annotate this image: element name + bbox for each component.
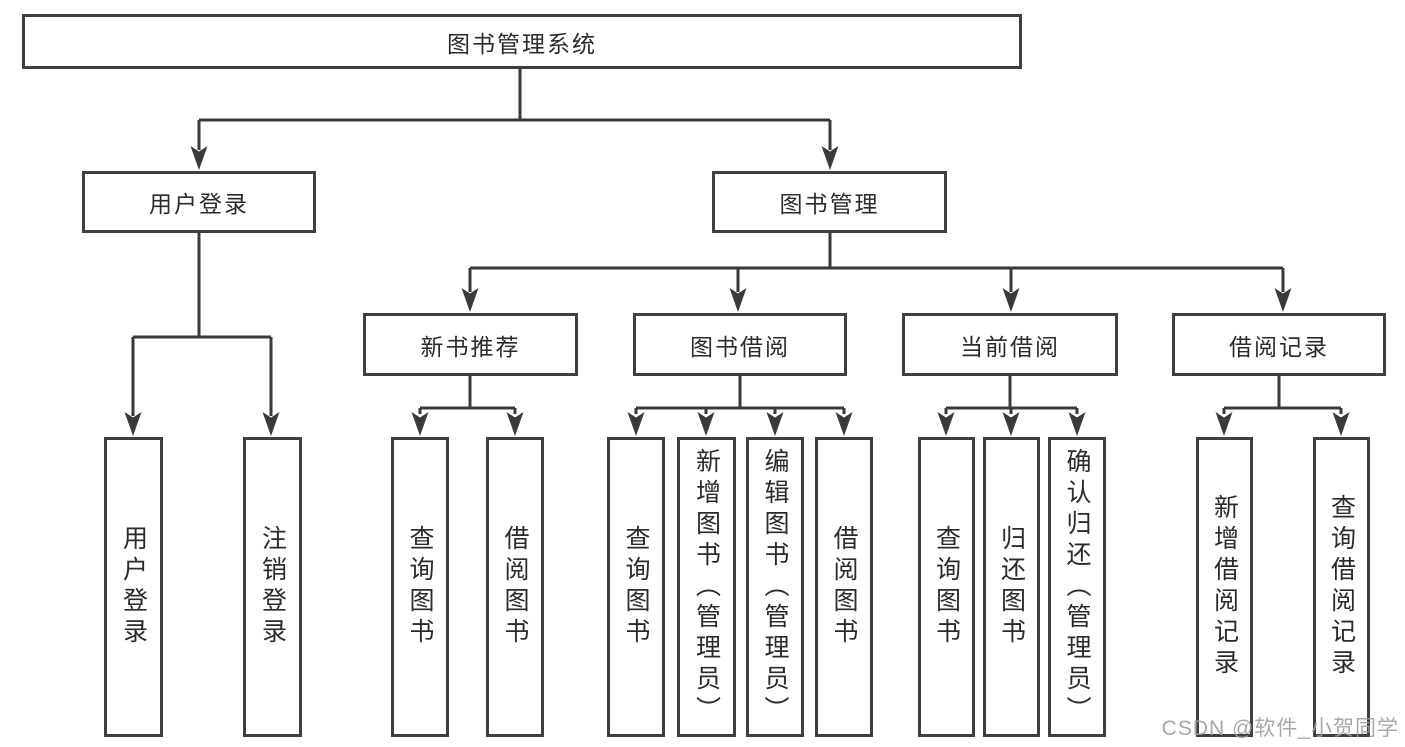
leaf-logout: 注销登录 [243, 437, 302, 737]
node-current-borrowing: 当前借阅 [902, 313, 1118, 376]
connector-new-book-recommendation-to-leaves [411, 376, 524, 436]
leaf-query-books-borrowing: 查询图书 [607, 437, 665, 737]
node-user-login: 用户登录 [82, 171, 316, 233]
leaf-edit-book-admin: 编辑图书（管理员） [746, 437, 804, 737]
node-borrowing-records: 借阅记录 [1172, 313, 1386, 376]
leaf-query-books-current: 查询图书 [918, 437, 975, 737]
connector-borrowing-records-to-leaves [1215, 376, 1350, 436]
csdn-watermark: CSDN @软件_小贺同学 [1161, 717, 1399, 740]
leaf-borrow-books-borrowing: 借阅图书 [815, 437, 873, 737]
connector-root-to-level2 [190, 69, 839, 170]
leaf-add-borrow-record: 新增借阅记录 [1196, 437, 1253, 737]
leaf-query-borrow-record: 查询借阅记录 [1313, 437, 1370, 737]
leaf-confirm-return-admin: 确认归还（管理员） [1048, 437, 1106, 737]
node-book-management: 图书管理 [712, 171, 947, 233]
leaf-query-books-recommend: 查询图书 [391, 437, 449, 737]
leaf-add-book-admin: 新增图书（管理员） [677, 437, 736, 737]
connector-current-borrowing-to-leaves [937, 376, 1086, 436]
leaf-borrow-books-recommend: 借阅图书 [486, 437, 544, 737]
connector-book-management-to-level3 [461, 233, 1292, 312]
node-library-management-system: 图书管理系统 [22, 14, 1022, 69]
connector-user-login-to-leaves [124, 233, 280, 436]
leaf-user-login: 用户登录 [104, 437, 163, 737]
node-new-book-recommendation: 新书推荐 [363, 313, 578, 376]
connector-book-borrowing-to-leaves [627, 376, 853, 436]
leaf-return-books: 归还图书 [983, 437, 1040, 737]
node-book-borrowing: 图书借阅 [633, 313, 847, 376]
